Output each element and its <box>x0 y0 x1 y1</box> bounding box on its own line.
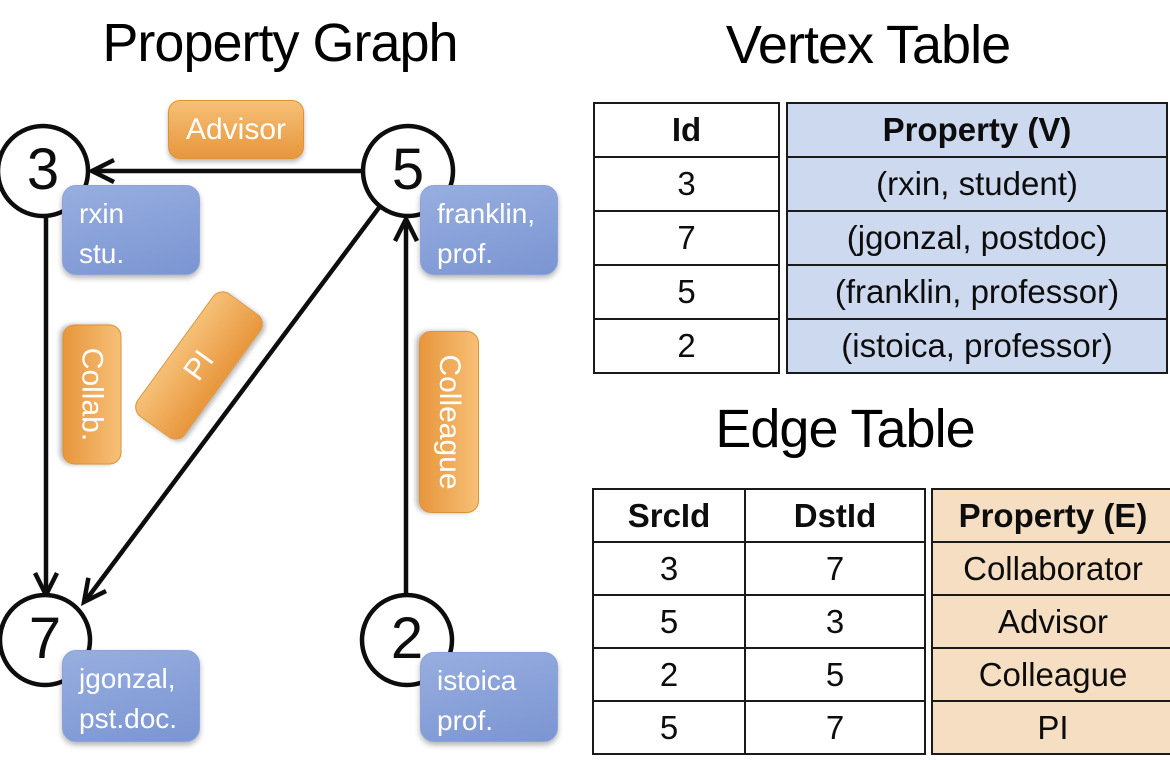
table-row: Property (E) <box>931 488 1170 543</box>
edge-property-cell: Collaborator <box>931 541 1170 596</box>
edge-dst-cell: 5 <box>744 647 926 702</box>
vertex-id-cell: 5 <box>593 264 780 320</box>
table-row: 5 3 <box>592 594 926 649</box>
arrowhead-into-7-diagonal <box>80 577 108 607</box>
edge-label-collab: Collab. <box>62 324 122 465</box>
table-row: Id <box>593 102 780 158</box>
node-property-box-jgonzal: jgonzal, pst.doc. <box>62 650 200 742</box>
table-row: PI <box>931 700 1170 755</box>
node-property-box-istoica: istoica prof. <box>420 652 558 742</box>
edge-table-title: Edge Table <box>715 399 975 459</box>
vertex-property-cell: (franklin, professor) <box>786 264 1168 320</box>
edge-table-property-column: Property (E) Collaborator Advisor Collea… <box>931 488 1170 755</box>
node-property-line: rxin <box>79 198 125 229</box>
table-row: 5 7 <box>592 700 926 755</box>
vertex-property-cell: (rxin, student) <box>786 156 1168 212</box>
edge-table: SrcId DstId 3 7 5 3 2 5 5 7 Property (E)… <box>592 488 1170 755</box>
node-id-7: 7 <box>28 605 62 671</box>
node-property-line: prof. <box>437 704 494 736</box>
arrowhead-into-3 <box>86 157 116 185</box>
arrowhead-into-5 <box>392 213 420 243</box>
vertex-table-id-column: Id 3 7 5 2 <box>593 102 780 374</box>
edge-property-cell: PI <box>931 700 1170 755</box>
edge-label-colleague: Colleague <box>419 331 479 513</box>
edge-dst-cell: 3 <box>744 594 926 649</box>
table-row: 5 <box>593 264 780 320</box>
table-row: 7 <box>593 210 780 266</box>
table-row: SrcId DstId <box>592 488 926 543</box>
edge-property-cell: Advisor <box>931 594 1170 649</box>
edge-property-cell: Colleague <box>931 647 1170 702</box>
table-row: (franklin, professor) <box>786 264 1168 320</box>
edge-src-cell: 3 <box>592 541 746 596</box>
table-row: 3 7 <box>592 541 926 596</box>
edge-table-header-dstid: DstId <box>744 488 926 543</box>
vertex-property-cell: (istoica, professor) <box>786 318 1168 374</box>
node-property-line: prof. <box>437 237 494 269</box>
table-row: 2 <box>593 318 780 374</box>
edge-dst-cell: 7 <box>744 541 926 596</box>
node-property-line: stu. <box>79 237 125 269</box>
edge-line-5-to-7 <box>84 203 383 602</box>
vertex-property-cell: (jgonzal, postdoc) <box>786 210 1168 266</box>
table-row: 2 5 <box>592 647 926 702</box>
table-row: Property (V) <box>786 102 1168 158</box>
table-row: (istoica, professor) <box>786 318 1168 374</box>
node-property-box-rxin: rxin stu. <box>62 185 200 275</box>
node-property-line: franklin, <box>437 198 536 229</box>
edge-src-cell: 5 <box>592 594 746 649</box>
edge-label-advisor: Advisor <box>168 100 304 159</box>
vertex-table: Id 3 7 5 2 Property (V) (rxin, student) … <box>593 102 1168 374</box>
vertex-table-title: Vertex Table <box>725 15 1011 75</box>
vertex-table-property-column: Property (V) (rxin, student) (jgonzal, p… <box>786 102 1168 374</box>
edge-src-cell: 2 <box>592 647 746 702</box>
edge-src-cell: 5 <box>592 700 746 755</box>
node-id-5: 5 <box>391 136 425 202</box>
table-row: (rxin, student) <box>786 156 1168 212</box>
edge-dst-cell: 7 <box>744 700 926 755</box>
node-id-3: 3 <box>26 136 60 202</box>
vertex-table-header-id: Id <box>593 102 780 158</box>
vertex-id-cell: 7 <box>593 210 780 266</box>
table-row: Advisor <box>931 594 1170 649</box>
edge-table-header-property: Property (E) <box>931 488 1170 543</box>
vertex-id-cell: 3 <box>593 156 780 212</box>
table-row: 3 <box>593 156 780 212</box>
node-id-2: 2 <box>390 605 424 671</box>
graph-title: Property Graph <box>102 13 458 73</box>
node-property-line: jgonzal, <box>79 663 176 694</box>
vertex-id-cell: 2 <box>593 318 780 374</box>
vertex-table-header-property: Property (V) <box>786 102 1168 158</box>
node-property-line: pst.doc. <box>79 702 178 734</box>
node-property-line: istoica <box>437 665 517 696</box>
node-property-box-franklin: franklin, prof. <box>420 185 558 275</box>
edge-table-id-columns: SrcId DstId 3 7 5 3 2 5 5 7 <box>592 488 926 755</box>
table-row: Colleague <box>931 647 1170 702</box>
table-row: Collaborator <box>931 541 1170 596</box>
table-row: (jgonzal, postdoc) <box>786 210 1168 266</box>
edge-table-header-srcid: SrcId <box>592 488 746 543</box>
